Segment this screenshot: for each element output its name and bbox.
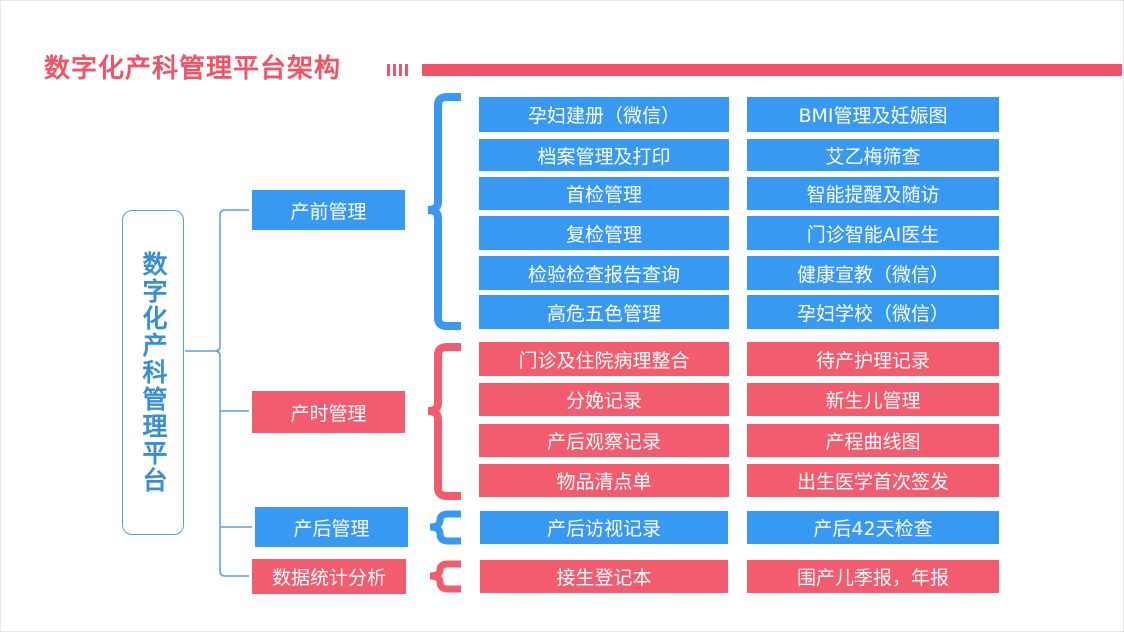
item-label: 门诊及住院病理整合	[518, 349, 690, 372]
item-label: 档案管理及打印	[537, 145, 671, 168]
item-label: 门诊智能AI医生	[806, 223, 940, 246]
item-label: 检验检查报告查询	[527, 263, 680, 286]
item-label: 艾乙梅筛查	[825, 145, 921, 168]
item-label: 孕妇学校（微信）	[796, 302, 949, 325]
item-label: 出生医学首次签发	[796, 471, 949, 493]
category-label: 产时管理	[290, 402, 367, 425]
item-box: 待产护理记录	[747, 342, 999, 376]
item-box: 产后42天检查	[747, 511, 999, 544]
item-label: BMI管理及妊娠图	[798, 105, 948, 127]
title-underline-bar	[422, 64, 1122, 76]
category-statistics: 数据统计分析	[252, 559, 406, 594]
item-box: 检验检查报告查询	[479, 256, 729, 290]
item-box: 艾乙梅筛查	[747, 139, 999, 171]
item-label: 物品清点单	[556, 471, 652, 493]
item-label: 接生登记本	[556, 567, 652, 589]
item-box: 高危五色管理	[479, 295, 729, 329]
item-label: 产后42天检查	[813, 518, 933, 540]
item-label: 分娩记录	[565, 390, 642, 412]
category-label: 产后管理	[293, 517, 370, 540]
item-label: 首检管理	[565, 184, 642, 206]
item-label: 产程曲线图	[825, 431, 921, 453]
item-box: 物品清点单	[479, 464, 729, 497]
item-box: 围产儿季报，年报	[747, 560, 999, 593]
title-tick	[387, 64, 390, 76]
item-box: BMI管理及妊娠图	[747, 97, 999, 132]
item-label: 产后访视记录	[546, 518, 661, 540]
item-box: 分娩记录	[479, 383, 729, 416]
item-label: 高危五色管理	[546, 302, 661, 325]
item-box: 产后访视记录	[480, 511, 728, 544]
title-tick	[405, 64, 408, 76]
item-label: 待产护理记录	[815, 349, 930, 372]
item-box: 智能提醒及随访	[747, 177, 999, 210]
item-label: 孕妇建册（微信）	[527, 105, 680, 127]
item-label: 围产儿季报，年报	[796, 567, 949, 589]
item-box: 复检管理	[479, 216, 729, 250]
root-label: 数字化产科管理平台	[139, 251, 168, 494]
item-box: 孕妇学校（微信）	[747, 295, 999, 329]
item-box: 产程曲线图	[747, 424, 999, 457]
category-label: 数据统计分析	[271, 567, 386, 589]
category-postpartum: 产后管理	[255, 507, 408, 547]
item-label: 健康宣教（微信）	[796, 263, 949, 286]
category-prenatal: 产前管理	[252, 190, 405, 230]
item-box: 产后观察记录	[479, 424, 729, 457]
item-box: 新生儿管理	[747, 383, 999, 416]
item-box: 首检管理	[479, 177, 729, 210]
page-title: 数字化产科管理平台架构	[44, 54, 342, 84]
item-box: 档案管理及打印	[479, 139, 729, 171]
title-tick	[393, 64, 396, 76]
root-brace	[185, 209, 249, 577]
item-label: 复检管理	[565, 223, 642, 246]
item-box: 健康宣教（微信）	[747, 256, 999, 290]
item-box: 接生登记本	[480, 560, 728, 593]
item-label: 产后观察记录	[546, 431, 661, 453]
brace-postpartum	[429, 510, 461, 545]
brace-statistics	[429, 560, 461, 593]
category-intrapartum: 产时管理	[252, 391, 405, 433]
item-box: 门诊智能AI医生	[747, 216, 999, 250]
item-box: 孕妇建册（微信）	[479, 97, 729, 132]
root-node: 数字化产科管理平台	[122, 210, 184, 535]
brace-intrapartum	[427, 343, 461, 500]
brace-prenatal	[427, 93, 461, 330]
item-label: 新生儿管理	[825, 390, 921, 412]
title-tick	[399, 64, 402, 76]
category-label: 产前管理	[290, 200, 367, 223]
item-label: 智能提醒及随访	[806, 184, 940, 206]
item-box: 门诊及住院病理整合	[479, 342, 729, 376]
item-box: 出生医学首次签发	[747, 464, 999, 497]
